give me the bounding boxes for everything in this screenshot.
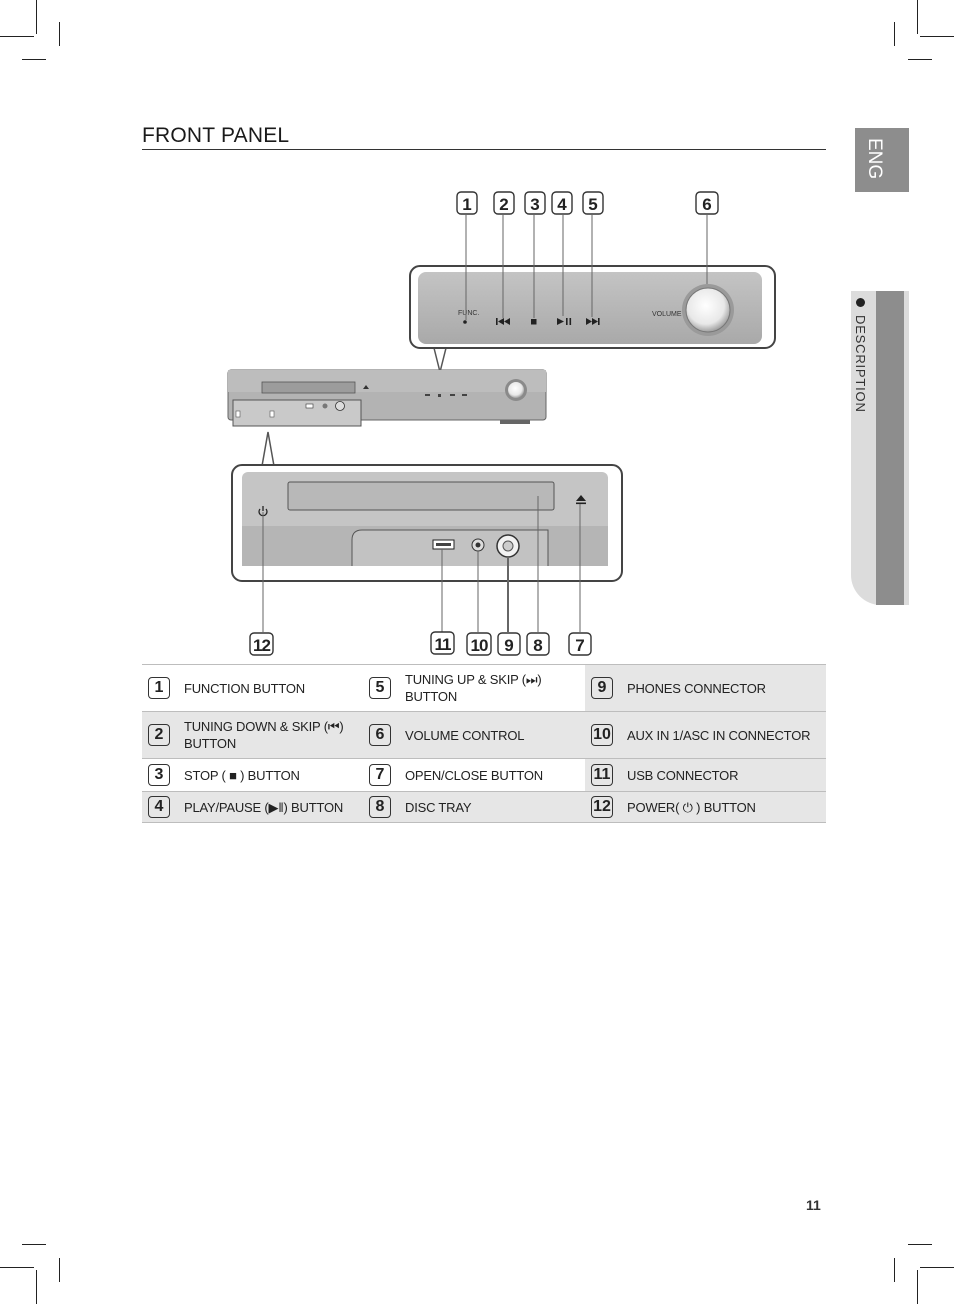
callout-2: 2 bbox=[499, 195, 508, 214]
legend-number: 11 bbox=[591, 764, 613, 786]
skip-forward-icon bbox=[586, 318, 600, 325]
crop-mark bbox=[920, 36, 954, 37]
front-panel-figure: FUNC. VOLUME bbox=[227, 191, 776, 656]
func-button bbox=[463, 320, 467, 324]
crop-mark bbox=[22, 59, 46, 60]
legend-number: 1 bbox=[148, 677, 170, 699]
legend-number: 8 bbox=[369, 796, 391, 818]
legend-row: 2 TUNING DOWN & SKIP (⏮) BUTTON 6 VOLUME… bbox=[142, 711, 826, 759]
legend-description: DISC TRAY bbox=[401, 791, 585, 823]
section-tab-bar bbox=[876, 291, 904, 605]
legend-number: 4 bbox=[148, 796, 170, 818]
bottom-panel-zoom bbox=[231, 431, 623, 582]
crop-mark bbox=[59, 22, 60, 46]
bullet-icon bbox=[855, 298, 865, 307]
legend-description: TUNING DOWN & SKIP (⏮) BUTTON bbox=[180, 711, 363, 759]
legend-description: PHONES CONNECTOR bbox=[623, 664, 826, 712]
legend-row: 3 STOP ( ■ ) BUTTON 7 OPEN/CLOSE BUTTON … bbox=[142, 758, 826, 792]
crop-mark bbox=[0, 1267, 34, 1268]
language-tab-label: ENG bbox=[864, 138, 885, 180]
callout-5: 5 bbox=[588, 195, 597, 214]
disc-tray-slot bbox=[287, 481, 555, 511]
crop-mark bbox=[894, 22, 895, 46]
legend-number: 3 bbox=[148, 764, 170, 786]
legend-description: FUNCTION BUTTON bbox=[180, 664, 363, 712]
callout-10: 10 bbox=[471, 636, 488, 655]
callout-11: 11 bbox=[435, 635, 452, 654]
leader-lines bbox=[262, 215, 708, 632]
crop-mark bbox=[0, 36, 34, 37]
legend-row: 1 FUNCTION BUTTON 5 TUNING UP & SKIP (⏭)… bbox=[142, 664, 826, 712]
callout-1: 1 bbox=[462, 195, 471, 214]
legend-number: 7 bbox=[369, 764, 391, 786]
crop-mark bbox=[917, 0, 918, 34]
title-divider bbox=[142, 149, 826, 150]
crop-mark bbox=[36, 1270, 37, 1304]
legend-description: USB CONNECTOR bbox=[623, 758, 826, 792]
section-tab: DESCRIPTION bbox=[853, 298, 868, 413]
callout-numbers-bottom: 12 11 10 9 8 7 bbox=[249, 631, 592, 656]
callout-4: 4 bbox=[557, 195, 567, 214]
legend-number: 2 bbox=[148, 724, 170, 746]
legend-description: VOLUME CONTROL bbox=[401, 711, 585, 759]
section-tab-label: DESCRIPTION bbox=[853, 315, 868, 413]
callout-3: 3 bbox=[530, 195, 539, 214]
legend-description: POWER( ⏻ ) BUTTON bbox=[623, 791, 826, 823]
play-pause-icon bbox=[557, 318, 572, 325]
callout-7: 7 bbox=[575, 636, 584, 655]
legend-description: STOP ( ■ ) BUTTON bbox=[180, 758, 363, 792]
volume-label: VOLUME bbox=[652, 311, 682, 318]
legend-row: 4 PLAY/PAUSE (▶‖) BUTTON 8 DISC TRAY 12 … bbox=[142, 791, 826, 823]
crop-mark bbox=[36, 0, 37, 34]
legend-table: 1 FUNCTION BUTTON 5 TUNING UP & SKIP (⏭)… bbox=[142, 664, 826, 823]
device-front-view bbox=[227, 369, 547, 427]
legend-description: OPEN/CLOSE BUTTON bbox=[401, 758, 585, 792]
callout-8: 8 bbox=[533, 636, 542, 655]
language-tab: ENG bbox=[855, 128, 909, 192]
legend-number: 5 bbox=[369, 677, 391, 699]
func-label: FUNC. bbox=[458, 310, 479, 317]
crop-mark bbox=[908, 59, 932, 60]
crop-mark bbox=[908, 1244, 932, 1245]
crop-mark bbox=[59, 1258, 60, 1282]
legend-number: 12 bbox=[591, 796, 613, 818]
callout-6: 6 bbox=[702, 195, 711, 214]
eject-icon bbox=[576, 495, 586, 505]
legend-number: 6 bbox=[369, 724, 391, 746]
legend-description: PLAY/PAUSE (▶‖) BUTTON bbox=[180, 791, 363, 823]
crop-mark bbox=[22, 1244, 46, 1245]
callout-12: 12 bbox=[253, 636, 270, 655]
legend-number: 9 bbox=[591, 677, 613, 699]
page-number: 11 bbox=[806, 1197, 821, 1213]
crop-mark bbox=[920, 1267, 954, 1268]
skip-back-icon bbox=[496, 318, 510, 325]
legend-description: TUNING UP & SKIP (⏭) BUTTON bbox=[401, 664, 585, 712]
callout-9: 9 bbox=[504, 636, 513, 655]
callout-numbers-top: 1 2 3 4 5 6 bbox=[456, 191, 719, 215]
stop-icon bbox=[531, 319, 537, 325]
page-title: FRONT PANEL bbox=[142, 124, 290, 147]
legend-description: AUX IN 1/ASC IN CONNECTOR bbox=[623, 711, 826, 759]
legend-number: 10 bbox=[591, 724, 613, 746]
crop-mark bbox=[894, 1258, 895, 1282]
crop-mark bbox=[917, 1270, 918, 1304]
